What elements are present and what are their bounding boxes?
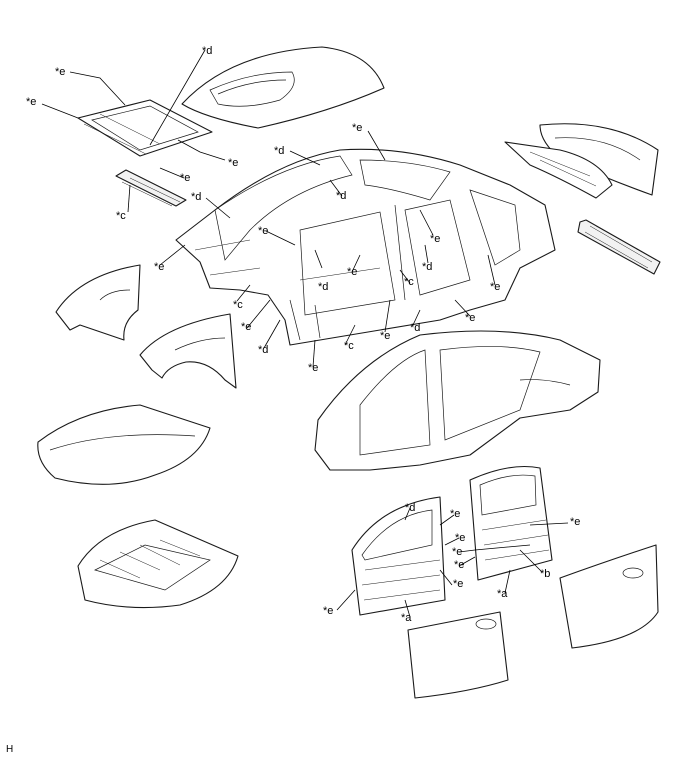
front-fender-left bbox=[55, 264, 141, 341]
callout-e-rear-floor: *e bbox=[465, 312, 475, 324]
callout-c-front-side: *c bbox=[233, 299, 243, 311]
rear-door-outer bbox=[559, 544, 659, 649]
callout-e-front-door-low: *e bbox=[453, 578, 463, 590]
callout-a-front-door: *a bbox=[401, 612, 412, 624]
callout-e-roof-rail: *e bbox=[352, 122, 362, 134]
trunk-lid bbox=[539, 123, 659, 196]
leader-lines bbox=[41, 49, 569, 618]
callout-e-rear-door-top: *e bbox=[570, 516, 580, 528]
callout-d-front-side: *d bbox=[258, 344, 268, 356]
callout-e-rear-wheelhouse: *e bbox=[490, 281, 500, 293]
callout-e-front-door-mid: *e bbox=[455, 532, 465, 544]
callout-a-rear-door: *a bbox=[497, 588, 508, 600]
callout-e-front-door-hinge: *e bbox=[450, 508, 460, 520]
callout-d-roof-front: *d bbox=[274, 145, 284, 157]
callout-e-rear-door-mid: *e bbox=[452, 546, 462, 558]
hood-panel bbox=[37, 404, 211, 485]
front-door-inner bbox=[351, 496, 446, 616]
callout-b-rear-door: *b bbox=[540, 568, 550, 580]
front-fender-right bbox=[139, 313, 237, 389]
callout-e-windshield: *e bbox=[258, 225, 268, 237]
callout-e-rocker-front: *e bbox=[308, 362, 318, 374]
callout-d-rocker: *d bbox=[410, 322, 420, 334]
callout-e-sunroof-top: *e bbox=[55, 66, 65, 78]
rear-bumper-reinforcement bbox=[577, 219, 661, 275]
callout-e-center-floor: *e bbox=[347, 266, 357, 278]
callout-d-sunroof: *d bbox=[202, 45, 212, 57]
callout-e-front-door-hinge-low: *e bbox=[323, 605, 333, 617]
callout-d-roof-center: *d bbox=[336, 190, 346, 202]
callout-c-rocker: *c bbox=[344, 340, 354, 352]
callout-e-rocker: *e bbox=[380, 330, 390, 342]
callout-d-b-pillar: *d bbox=[422, 261, 432, 273]
callout-e-rear-door-low: *e bbox=[454, 559, 464, 571]
callout-d-center-floor: *d bbox=[318, 281, 328, 293]
callout-labels: *e *e *d *e *e *c *e *d *d *d *e *e *d *… bbox=[26, 45, 580, 624]
back-panel bbox=[504, 141, 613, 199]
callout-d-a-pillar: *d bbox=[191, 191, 201, 203]
body-shell-frame bbox=[175, 148, 556, 346]
rear-door-inner bbox=[469, 465, 553, 581]
callout-e-b-pillar-top: *e bbox=[430, 233, 440, 245]
side-outer-panel bbox=[314, 330, 601, 471]
hood-inner-frame bbox=[77, 519, 239, 609]
callout-e-sunroof-right: *e bbox=[228, 157, 238, 169]
front-door-outer bbox=[407, 611, 509, 699]
roof-panel bbox=[181, 46, 385, 129]
callout-d-front-door: *d bbox=[405, 502, 415, 514]
sunroof-frame bbox=[77, 99, 213, 157]
callout-e-reinforcement: *e bbox=[180, 172, 190, 184]
callout-e-front-side: *e bbox=[241, 321, 251, 333]
figure-code: H bbox=[6, 744, 13, 755]
callout-c-reinforcement: *c bbox=[116, 210, 126, 222]
callout-e-front-apron: *e bbox=[154, 261, 164, 273]
sunroof-reinforcement bbox=[115, 169, 187, 207]
callout-c-b-pillar: *c bbox=[404, 276, 414, 288]
callout-e-sunroof-left: *e bbox=[26, 96, 36, 108]
